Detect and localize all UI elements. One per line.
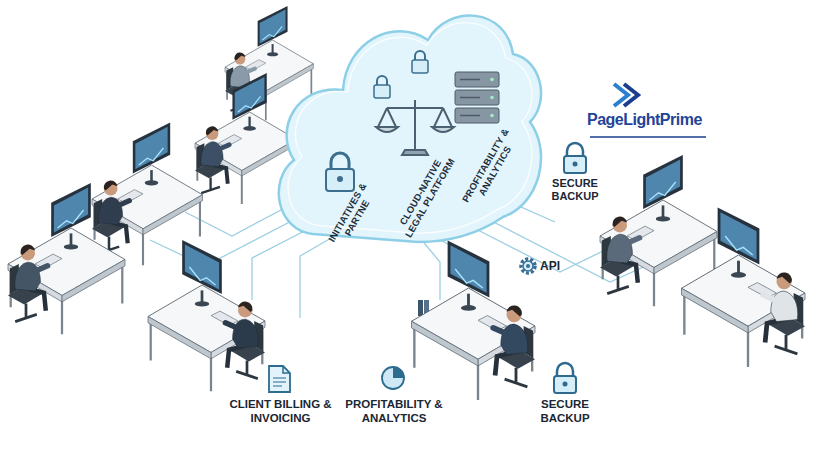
- lock-keyhole: [337, 176, 343, 182]
- lock-shackle: [331, 153, 349, 170]
- logo-underline: [590, 136, 706, 138]
- server-unit: [455, 72, 499, 87]
- server-unit: [455, 90, 499, 105]
- gear-hub: [526, 264, 530, 268]
- server-led: [490, 78, 494, 82]
- icon-caption: SECURE BACKUP: [540, 177, 610, 203]
- lock-icon: [564, 143, 586, 173]
- lock-body: [374, 85, 390, 98]
- pie-wedge: [393, 367, 404, 378]
- logo-chevron: [614, 84, 628, 106]
- server-slot: [460, 80, 480, 116]
- workstation: [412, 241, 536, 401]
- network-line: [300, 234, 338, 318]
- pie-circle: [382, 367, 404, 389]
- logo-chevron: [624, 84, 638, 106]
- lock-body: [554, 376, 576, 393]
- lock-body: [412, 60, 428, 73]
- document-fold: [283, 366, 290, 373]
- document-lines: [273, 378, 286, 386]
- server-led: [490, 96, 494, 100]
- server-led: [490, 114, 494, 118]
- gear-teeth: [521, 259, 535, 273]
- logo-text: PageLightPrime: [587, 111, 717, 129]
- icon-caption: CLIENT BILLING & INVOICING: [228, 398, 333, 425]
- scales-pan: [376, 127, 398, 132]
- document-icon: [269, 366, 290, 392]
- document-sheet: [269, 366, 290, 392]
- workstation: [148, 240, 265, 391]
- lock-shackle: [567, 143, 583, 157]
- network-line: [150, 214, 305, 266]
- lock-shackle: [557, 363, 573, 377]
- lock-body: [564, 156, 586, 173]
- lock-shackle: [377, 76, 387, 86]
- lock-keyhole: [573, 162, 578, 167]
- scales-beam: [387, 107, 443, 109]
- lock-shackle: [415, 51, 425, 61]
- pie-icon: [382, 367, 404, 389]
- lock-icon: [554, 363, 576, 393]
- scales-pole: [414, 100, 416, 150]
- lock-body: [326, 169, 354, 191]
- server-icon: [455, 72, 499, 123]
- gear-icon: [521, 259, 535, 273]
- workstation: [682, 208, 806, 368]
- server-unit: [455, 108, 499, 123]
- cloud-platform: INITIATIVES & PARTNECLOUD-NATIVE LEGAL P…: [268, 2, 543, 247]
- lock-keyhole: [563, 382, 568, 387]
- lock-icon: [374, 76, 390, 98]
- workstation: [8, 183, 125, 334]
- scales-icon: [376, 100, 454, 155]
- gear-ring: [523, 261, 533, 271]
- binder: [418, 300, 423, 316]
- scales-base: [402, 150, 428, 155]
- lock-icon: [326, 153, 354, 191]
- network-line: [252, 224, 318, 300]
- network-line: [470, 226, 605, 272]
- network-line: [420, 238, 440, 300]
- icon-caption: PROFITABILITY & ANALYTICS: [343, 398, 445, 425]
- lock-icon: [412, 51, 428, 73]
- icon-caption: SECURE BACKUP: [530, 398, 600, 425]
- icon-caption: API: [540, 259, 580, 273]
- logo-mark: [590, 84, 706, 137]
- scales-string: [378, 108, 452, 127]
- scales-pan: [432, 127, 454, 132]
